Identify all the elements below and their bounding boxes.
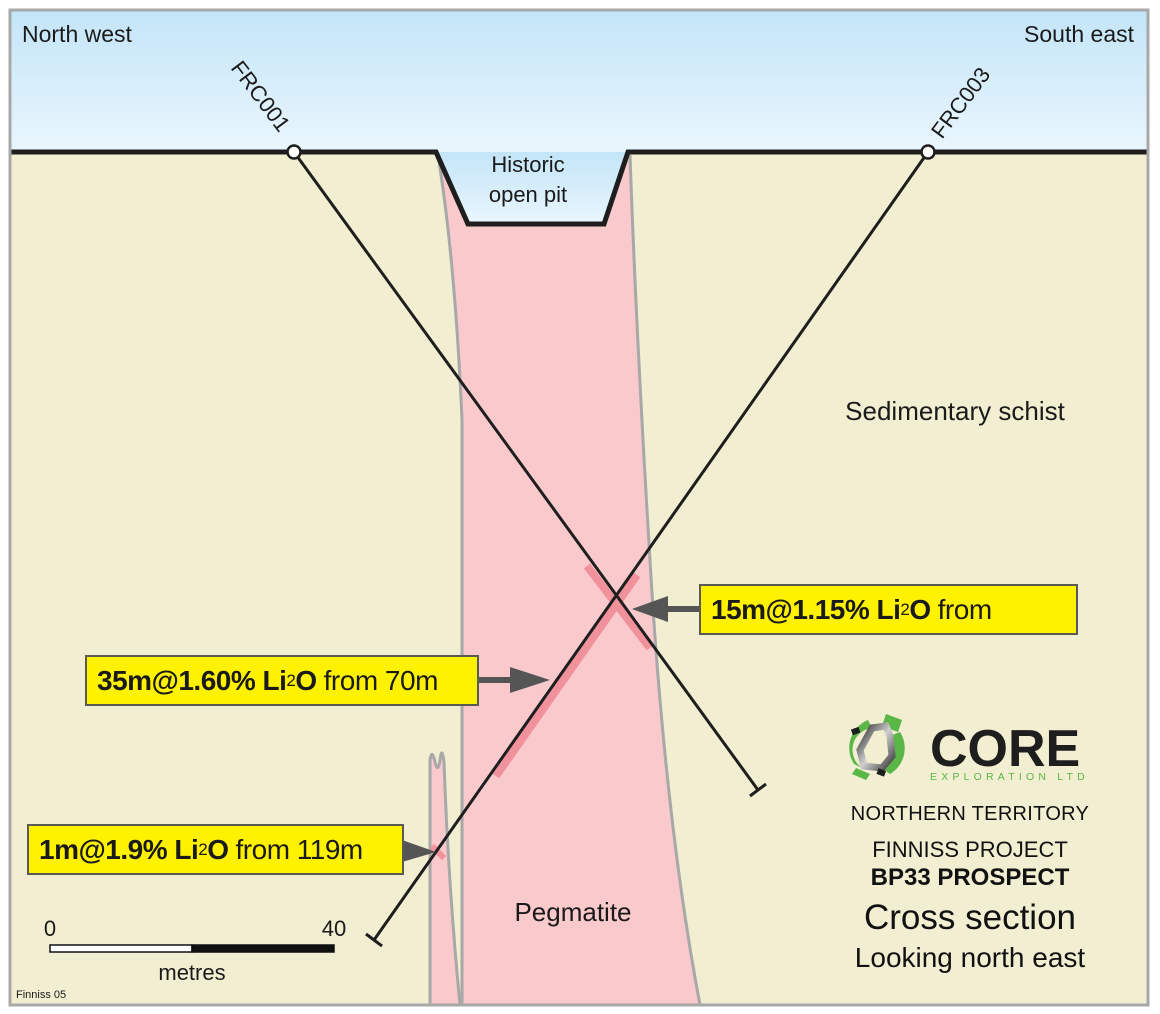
pegmatite-body <box>438 152 700 1005</box>
title-main: Cross section <box>863 898 1077 937</box>
intercept-3-value: 1m@1.9% Li <box>39 833 199 865</box>
collar-frc001[interactable] <box>286 144 302 160</box>
scale-bar-black <box>191 944 335 953</box>
intercept-2-value: 35m@1.60% Li <box>97 664 287 696</box>
scale-bar-unit: metres <box>158 960 225 985</box>
intercept-1-depth: from <box>937 593 993 625</box>
title-project: FINNISS PROJECT <box>872 837 1068 862</box>
drillhole-frc001-eoh <box>749 782 767 798</box>
title-prospect: BP33 PROSPECT <box>870 864 1070 891</box>
logo-wordmark: CORE <box>930 720 1080 778</box>
arrow-intercept-3 <box>402 840 436 862</box>
arrow-intercept-1 <box>632 596 700 622</box>
intercept-frc003-main <box>492 572 641 779</box>
drillhole-frc003-eoh <box>365 932 383 948</box>
intercept-frc003-dyke <box>429 843 447 861</box>
drillhole-frc001-trace <box>292 151 760 791</box>
intercept-2-depth: from 70m <box>323 664 439 696</box>
figure-id: Finniss 05 <box>16 989 66 1001</box>
title-region: NORTHERN TERRITORY <box>850 803 1090 825</box>
drillhole-frc003-trace <box>372 151 930 941</box>
pegmatite-label: Pegmatite <box>514 897 631 927</box>
direction-southeast: South east <box>1024 21 1135 47</box>
ground-surface <box>10 149 1148 227</box>
pegmatite-east-contact <box>628 154 702 1006</box>
logo-tagline: EXPLORATION LTD <box>930 771 1089 783</box>
figure-border <box>8 8 1150 1007</box>
open-pit-label-line1: Historic <box>491 152 564 177</box>
intercept-3-oxygen: O <box>207 833 229 865</box>
intercept-2-oxygen: O <box>295 664 317 696</box>
intercept-3-subscript: 2 <box>198 839 208 859</box>
open-pit-label-line2: open pit <box>489 182 567 207</box>
scale-bar-white <box>49 944 193 953</box>
scale-bar-start: 0 <box>44 916 56 941</box>
sky-region <box>10 10 1148 152</box>
intercept-2-subscript: 2 <box>286 670 296 690</box>
intercept-1-oxygen: O <box>909 593 931 625</box>
scale-bar-end: 40 <box>322 916 346 941</box>
title-view: Looking north east <box>854 942 1086 973</box>
core-logo-icon <box>849 714 905 780</box>
open-pit-void-overlay <box>436 152 628 224</box>
pegmatite-west-contact <box>436 154 464 1005</box>
intercept-1-value: 15m@1.15% Li <box>711 593 901 625</box>
arrow-intercept-2 <box>478 667 550 693</box>
intercept-1-subscript: 2 <box>900 599 910 619</box>
direction-northwest: North west <box>22 21 133 47</box>
intercept-3-depth: from 119m <box>235 833 364 865</box>
schist-label: Sedimentary schist <box>845 396 1065 426</box>
pegmatite-dyke <box>428 751 462 1007</box>
collar-frc003[interactable] <box>920 144 936 160</box>
